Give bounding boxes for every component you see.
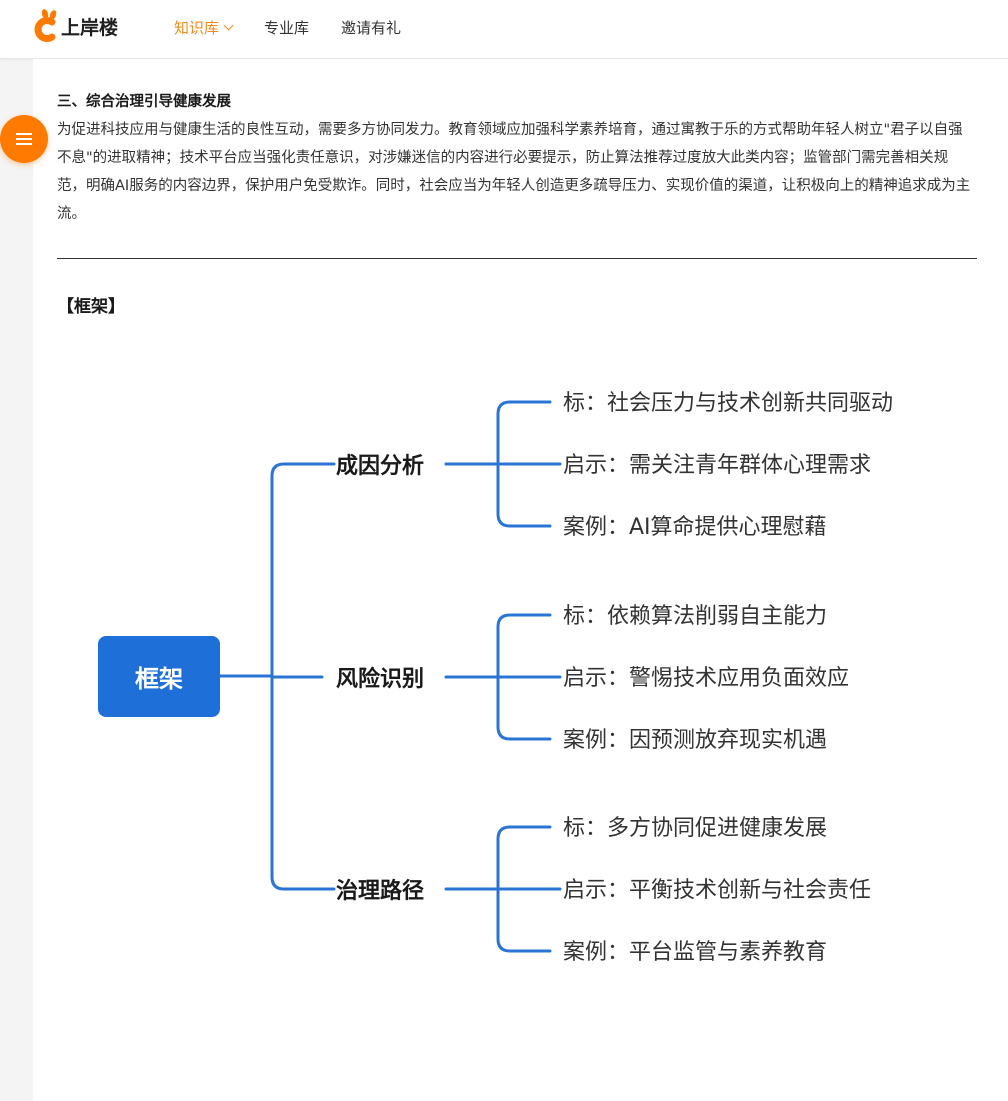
nav-item-label: 知识库	[174, 19, 220, 37]
top-header: 上岸楼 知识库 专业库 邀请有礼	[0, 0, 1008, 59]
framework-title: 【框架】	[57, 297, 125, 317]
nav-item-major-library[interactable]: 专业库	[264, 17, 309, 38]
menu-icon	[16, 133, 32, 145]
chevron-down-icon	[223, 20, 234, 31]
nav-item-label: 邀请有礼	[341, 19, 402, 37]
site-logo[interactable]: 上岸楼	[32, 8, 118, 44]
nav-item-knowledge-base[interactable]: 知识库	[174, 17, 234, 38]
logo-text: 上岸楼	[61, 16, 119, 39]
horizontal-divider	[57, 258, 977, 259]
nav-item-label: 专业库	[264, 19, 310, 37]
main-nav: 知识库 专业库 邀请有礼	[174, 17, 433, 38]
menu-button[interactable]	[0, 115, 48, 163]
nav-item-invite[interactable]: 邀请有礼	[341, 17, 401, 38]
section-heading: 三、综合治理引导健康发展	[57, 94, 231, 110]
article-paragraph: 为促进科技应用与健康生活的良性互动，需要多方协同发力。教育领域应加强科学素养培育…	[57, 122, 971, 222]
logo-c-icon	[34, 9, 57, 42]
